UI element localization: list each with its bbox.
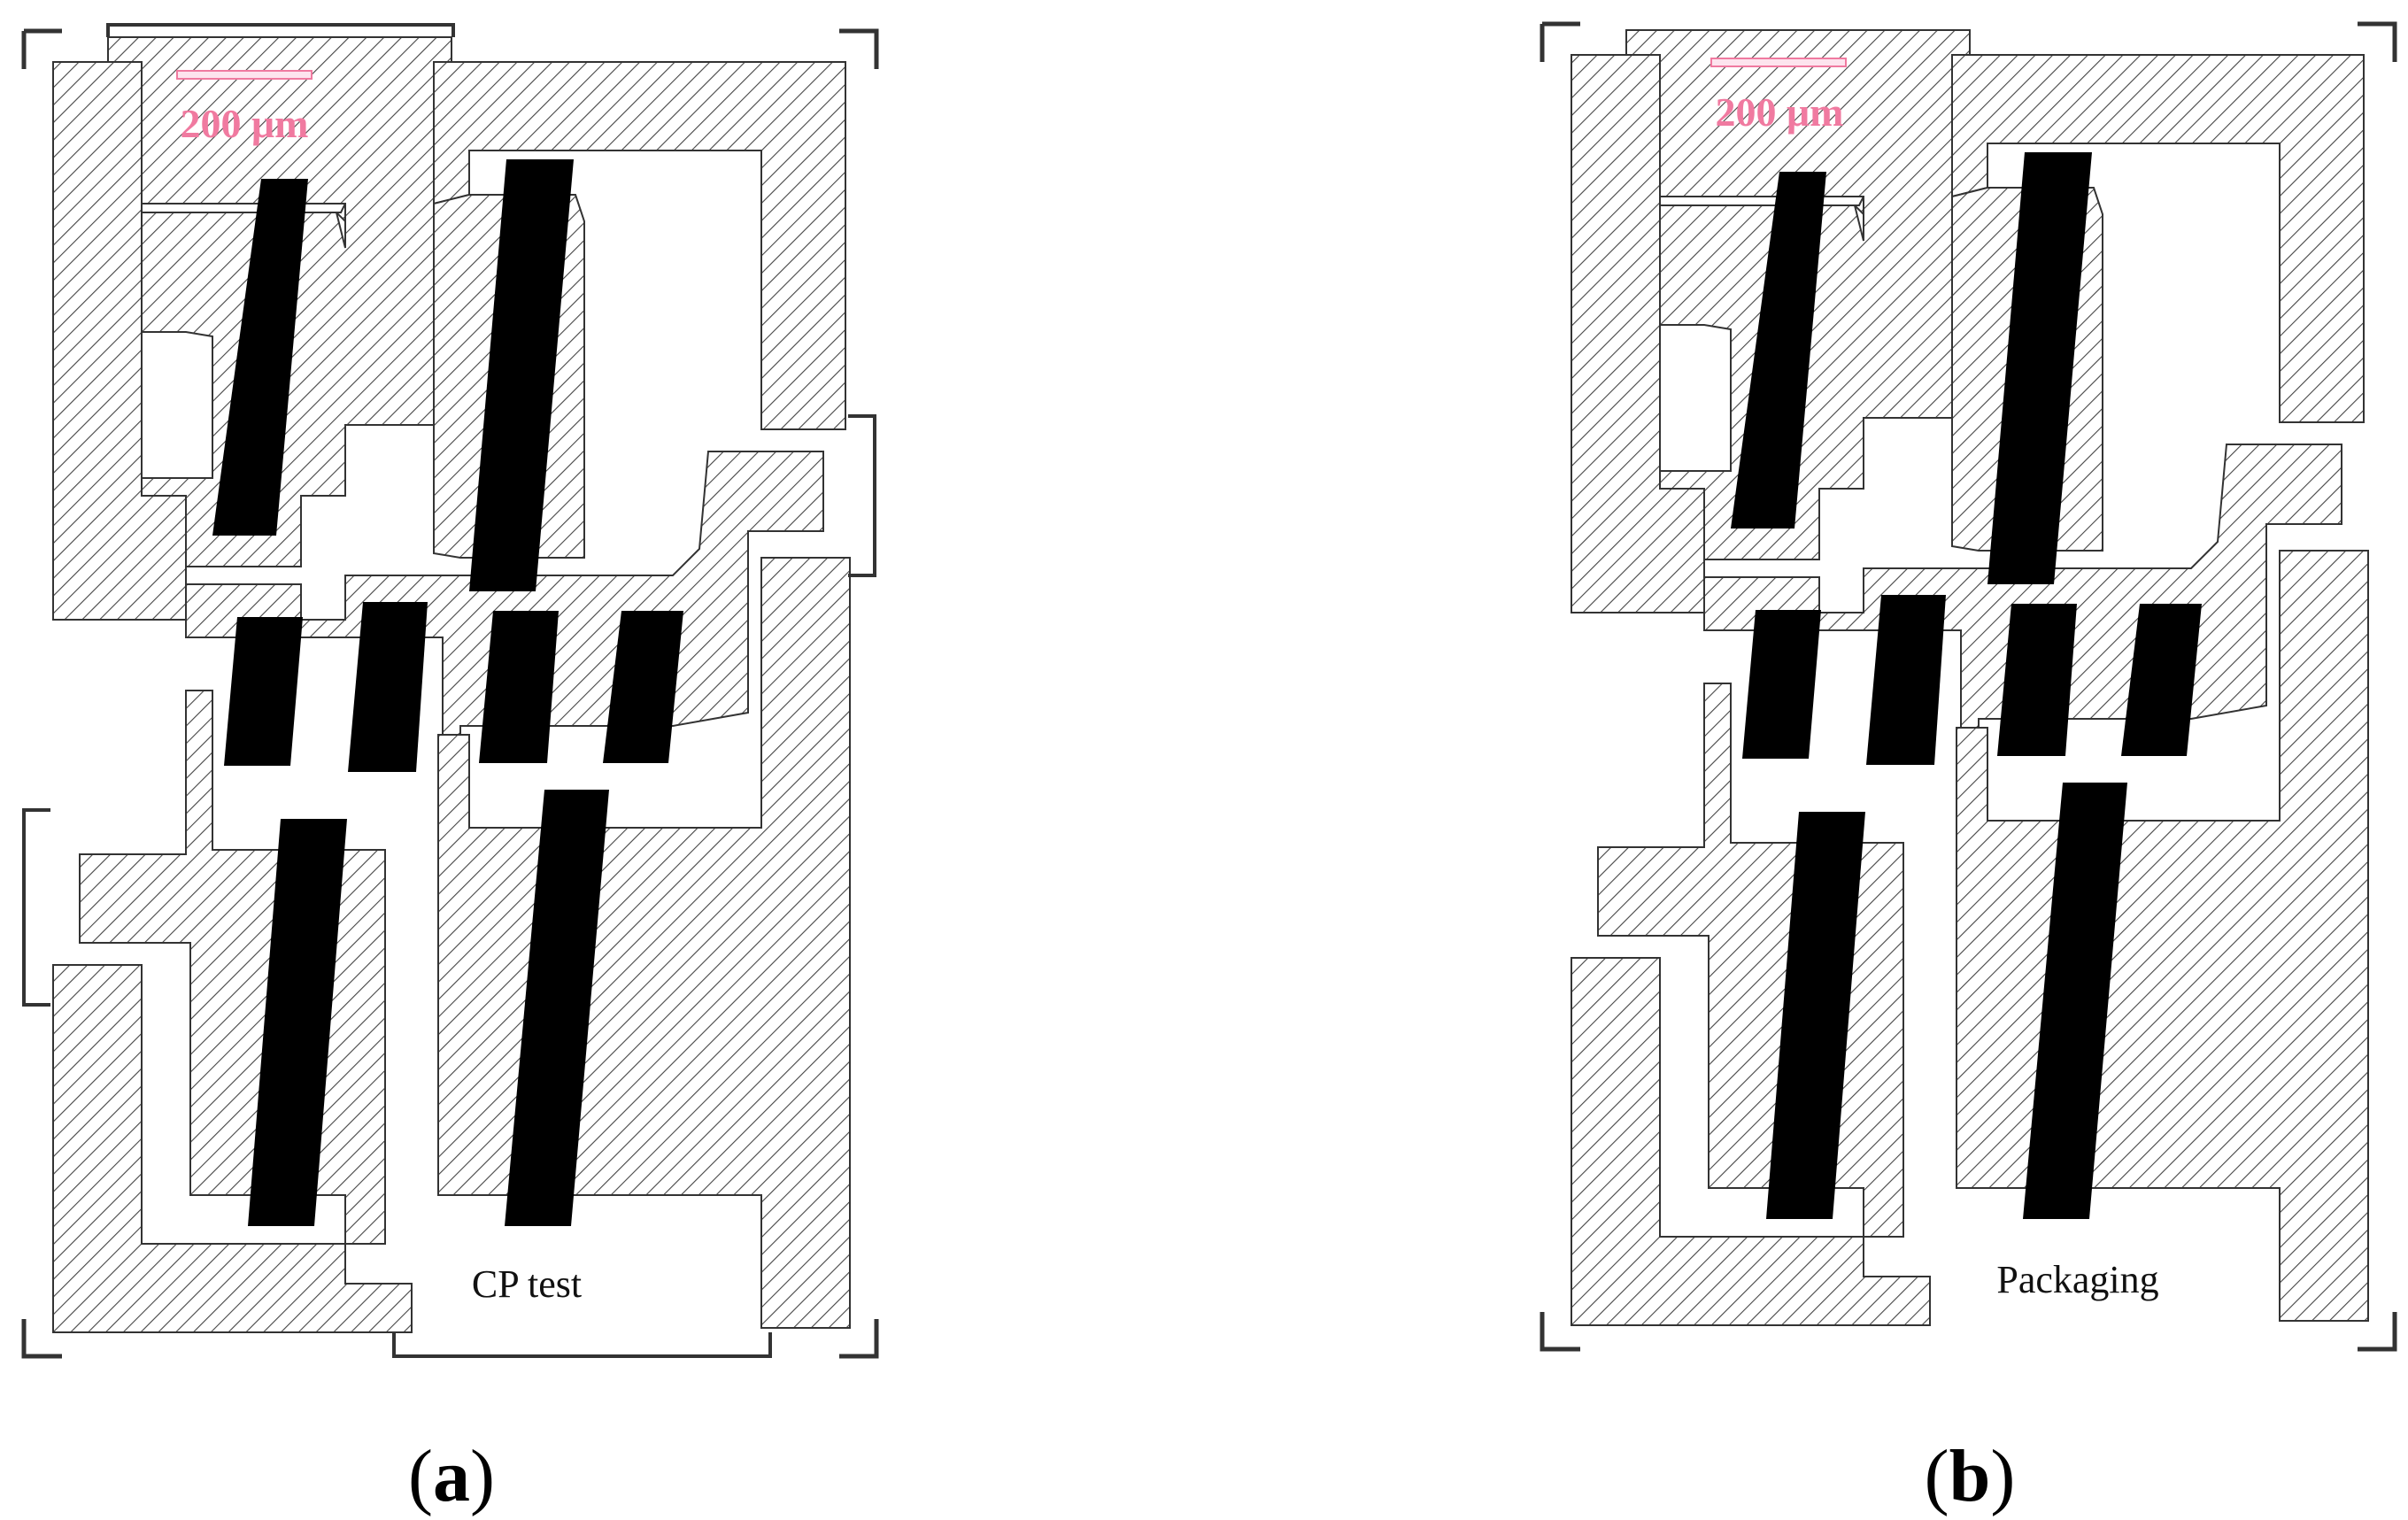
panel-label: (a) [408,1435,495,1517]
probe-frame-right [848,414,876,577]
scale-bar [176,70,313,80]
probe-frame-left [22,808,50,1007]
scale-bar-label: 200 μm [181,101,309,146]
scale-bar [1710,58,1847,67]
probe-frame-bottom [392,1332,772,1358]
panel-b: 200 μm Packaging (b) [1542,24,2395,1517]
scale-bar-label: 200 μm [1716,89,1844,135]
panel-label: (b) [1925,1435,2016,1517]
panel-caption: CP test [472,1262,582,1306]
panel-caption: Packaging [1996,1258,2158,1301]
probe-frame-top [106,23,455,37]
panel-a: 200 μm CP test (a) [22,23,876,1517]
